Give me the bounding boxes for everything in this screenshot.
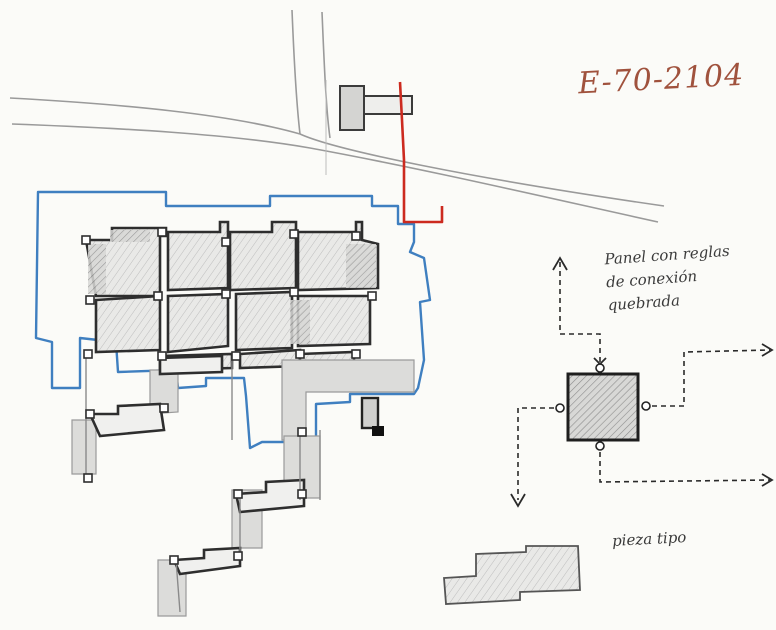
road-edge-upper: [9, 97, 301, 135]
dashed-link-top: [559, 262, 601, 362]
dashed-link-left: [517, 407, 554, 500]
piece-shape: [443, 545, 581, 605]
unit: [234, 290, 294, 352]
connector-node-icon: [555, 403, 565, 413]
connector-node-icon: [595, 441, 605, 451]
housing-cluster: [84, 220, 380, 374]
unit: [234, 478, 306, 514]
unit: [87, 402, 166, 438]
connector-node-icon: [641, 401, 651, 411]
dark-block-base: [372, 426, 384, 436]
unit: [158, 354, 224, 376]
unit: [228, 220, 298, 292]
unit: [166, 220, 230, 292]
dashed-link-right: [652, 349, 771, 407]
panel-diagram: [510, 256, 774, 508]
arrow-icon: [510, 256, 774, 508]
unit: [166, 292, 230, 354]
panel-annotation-line-3: quebrada: [607, 291, 681, 315]
unit: [172, 546, 242, 576]
road-edge-north: [299, 133, 665, 207]
roads: [9, 9, 665, 223]
access-path: [398, 81, 444, 224]
dark-block: [360, 396, 380, 430]
panel-square: [566, 372, 640, 442]
road-vertical-right: [321, 11, 331, 139]
panel-annotation: Panel con reglas de conexión quebrada: [604, 240, 734, 318]
dashed-link-bottom: [599, 452, 771, 483]
unit-chain: [87, 354, 306, 576]
panel-annotation-line-2: de conexión: [605, 267, 698, 292]
road-vertical-left: [291, 9, 301, 135]
unit: [94, 294, 162, 354]
road-edge-lower: [11, 123, 659, 223]
hatched-areas: [88, 230, 376, 344]
connector-node-icon: [81, 227, 377, 565]
